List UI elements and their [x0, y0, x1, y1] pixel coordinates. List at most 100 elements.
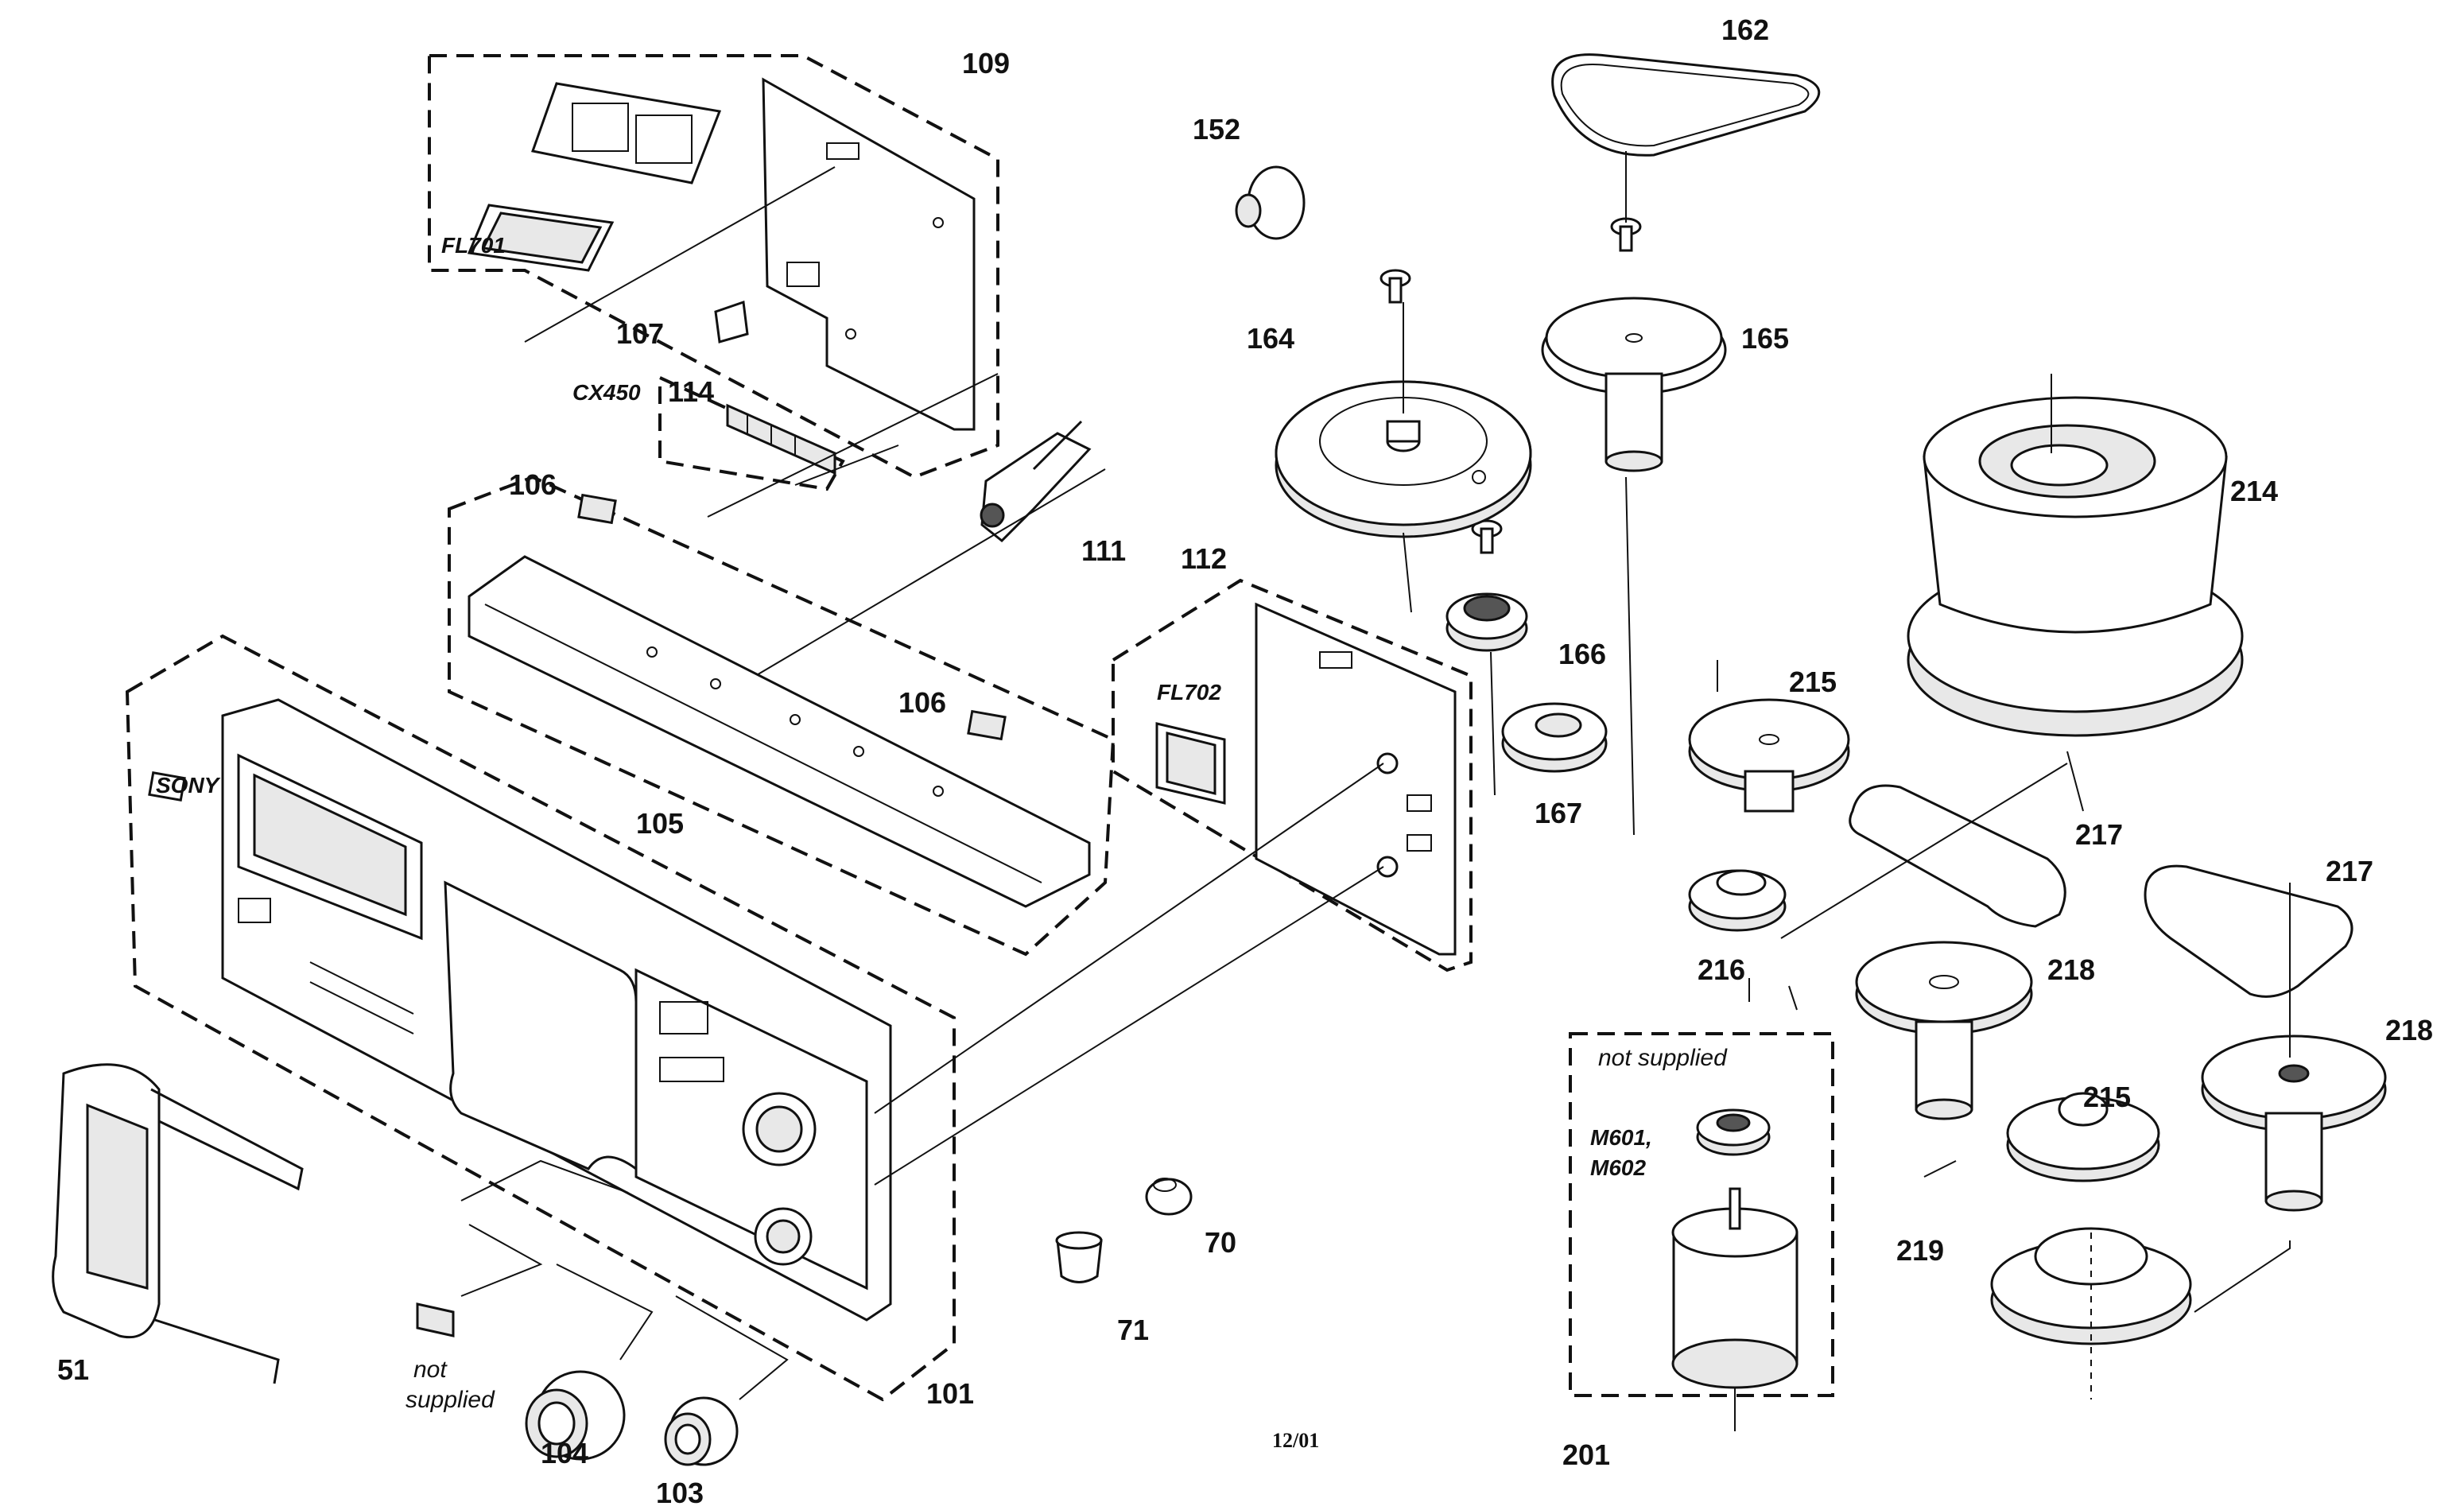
pulley-218-left — [1855, 941, 2033, 1120]
foot-70 — [1145, 1178, 1193, 1216]
leader-line — [707, 373, 999, 518]
gear-167 — [1501, 702, 1608, 773]
note-not-supplied-line2: supplied — [405, 1387, 495, 1413]
label-fl702: FL702 — [1157, 680, 1221, 705]
note-not-supplied-line1: not — [413, 1357, 448, 1383]
label-107: 107 — [616, 317, 664, 350]
label-167: 167 — [1535, 797, 1582, 829]
label-152: 152 — [1193, 113, 1240, 146]
pulley-165 — [1541, 297, 1727, 472]
assembly-112-boundary — [1112, 578, 1473, 972]
leader-line — [874, 763, 1384, 1114]
part-152-roller — [1235, 165, 1306, 240]
label-217-lower: 217 — [2326, 855, 2373, 887]
leader-line — [2194, 1240, 2291, 1313]
assembly-201-boundary — [1569, 1032, 1834, 1397]
label-106-top: 106 — [509, 468, 557, 501]
assembly-105-boundary — [448, 475, 1116, 957]
footer-date: 12/01 — [1272, 1429, 1319, 1452]
label-106-mid: 106 — [898, 686, 946, 719]
leader-line — [460, 1224, 543, 1297]
label-162: 162 — [1721, 14, 1769, 46]
part-106-pad — [577, 493, 617, 525]
knob-103 — [664, 1396, 739, 1466]
display-window-fl701 — [467, 82, 722, 272]
belt-162-inner — [1560, 64, 1810, 147]
main-board-112 — [1255, 602, 1457, 956]
belt-217-upper — [1849, 784, 2066, 928]
label-101: 101 — [926, 1377, 974, 1410]
label-218-left: 218 — [2047, 953, 2095, 986]
assembly-114-boundary — [658, 375, 845, 491]
leader-line — [556, 1264, 654, 1361]
motor-gear — [1696, 1108, 1771, 1156]
foot-71 — [1055, 1231, 1103, 1283]
switch-111 — [980, 420, 1092, 543]
label-114: 114 — [668, 375, 714, 408]
label-m602: M602 — [1590, 1155, 1646, 1180]
leader-line — [1788, 985, 1798, 1011]
label-165: 165 — [1741, 322, 1789, 355]
screw — [1610, 217, 1642, 252]
label-218-right: 218 — [2385, 1014, 2433, 1046]
label-104: 104 — [541, 1437, 588, 1469]
label-m601: M601, — [1590, 1125, 1652, 1150]
belt-162 — [1551, 53, 1821, 157]
gear-166 — [1445, 592, 1528, 652]
leader-line — [1923, 1160, 1957, 1178]
label-cx450: CX450 — [572, 380, 641, 405]
door-51 — [52, 1063, 304, 1384]
leader-line — [524, 166, 836, 343]
leader-line — [460, 1159, 629, 1201]
belt-217-lower — [2144, 864, 2353, 998]
front-panel-101: SONY — [148, 698, 892, 1322]
leader-line — [794, 444, 899, 486]
label-71: 71 — [1117, 1314, 1149, 1346]
motor-m601-m602 — [1671, 1187, 1799, 1389]
not-supplied-button — [416, 1302, 455, 1337]
bracket-105 — [468, 555, 1091, 908]
label-103: 103 — [656, 1477, 704, 1509]
display-board — [762, 77, 976, 431]
label-51: 51 — [57, 1353, 89, 1386]
label-216: 216 — [1698, 953, 1745, 986]
label-201: 201 — [1562, 1438, 1610, 1471]
gear-215-lower — [2006, 1092, 2160, 1182]
label-217-upper: 217 — [2075, 818, 2123, 851]
leader-line — [675, 1295, 789, 1400]
part-106-pad — [967, 709, 1007, 741]
gear-215-upper — [1688, 698, 1850, 813]
display-window-fl702 — [1155, 722, 1226, 805]
leader-line — [1403, 532, 1412, 613]
note-not-supplied: not supplied — [1598, 1045, 1728, 1071]
label-112: 112 — [1181, 542, 1227, 575]
leader-line — [874, 866, 1384, 1186]
knob-104 — [525, 1370, 626, 1461]
label-70: 70 — [1205, 1226, 1236, 1259]
leader-line — [1780, 763, 2068, 939]
brand-logo: SONY — [156, 773, 221, 798]
carousel-214 — [1907, 396, 2244, 737]
pulley-218-right — [2201, 1034, 2387, 1212]
label-215-upper: 215 — [1789, 666, 1837, 698]
label-164: 164 — [1247, 322, 1294, 355]
gear-164 — [1275, 380, 1532, 538]
assembly-101-boundary — [125, 634, 956, 1402]
screw — [1379, 269, 1411, 304]
label-fl701: FL701 — [441, 233, 506, 258]
leader-line — [1625, 476, 1635, 836]
gear-219 — [1990, 1227, 2192, 1399]
label-111: 111 — [1081, 534, 1126, 567]
label-219: 219 — [1896, 1234, 1944, 1267]
connector-114 — [726, 403, 836, 476]
leader-line — [2066, 751, 2084, 812]
part-107-clip — [714, 300, 749, 344]
label-109: 109 — [962, 47, 1010, 80]
label-214: 214 — [2230, 475, 2278, 507]
leader-line — [755, 468, 1106, 677]
label-215-lower: 215 — [2083, 1081, 2131, 1113]
label-166: 166 — [1558, 638, 1606, 670]
leader-line — [1490, 651, 1496, 796]
assembly-109-boundary — [428, 54, 999, 479]
